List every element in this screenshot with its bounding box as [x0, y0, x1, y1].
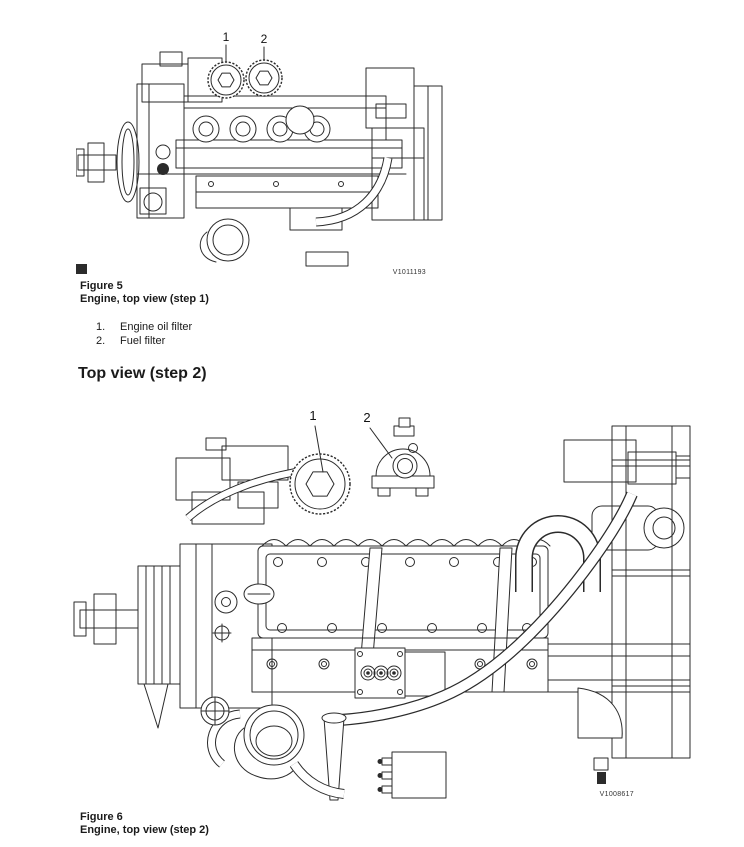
figure5-caption-title: Figure 5 — [80, 280, 123, 292]
figure6-caption: Figure 6 Engine, top view (step 2) — [80, 811, 209, 837]
oil-filter-shape — [289, 453, 351, 515]
front-housing — [136, 83, 185, 219]
engine-illustration-step2: 1 2 — [73, 408, 691, 801]
callout-2-leader — [369, 427, 393, 459]
legend-item: 2. Fuel filter — [96, 335, 192, 349]
turbocharger — [200, 696, 345, 799]
callout-1-label: 1 — [309, 408, 316, 423]
figure5-caption: Figure 5 Engine, top view (step 1) — [80, 280, 209, 306]
injector-caps — [192, 105, 331, 143]
flywheel-housing — [611, 425, 691, 759]
figure6-caption-subtitle: Engine, top view (step 2) — [80, 824, 209, 836]
legend-item-label: Engine oil filter — [120, 321, 193, 333]
legend: 1. Engine oil filter 2. Fuel filter — [96, 321, 192, 348]
rear-assembly — [563, 425, 691, 784]
cylinder-block — [251, 637, 691, 693]
crankshaft-stub — [76, 148, 85, 177]
figure5-caption-subtitle: Engine, top view (step 1) — [80, 293, 209, 305]
fuel-filter-housing-shape — [371, 417, 435, 497]
bolt-head — [157, 163, 169, 175]
oil-filter-shape — [207, 61, 245, 99]
callout-2-label: 2 — [261, 32, 268, 46]
callout-2-label: 2 — [363, 410, 370, 425]
figure-step1: 1 2 V1011193 — [76, 8, 444, 278]
crankshaft-stub — [73, 601, 87, 637]
valve-cover — [243, 545, 549, 639]
callout-1-label: 1 — [223, 30, 230, 44]
legend-item-number: 2. — [96, 334, 106, 347]
coolant-bracket — [175, 457, 231, 501]
mount-foot — [76, 264, 87, 274]
fuel-pump — [354, 647, 446, 699]
figure6-caption-title: Figure 6 — [80, 811, 123, 823]
callout-1-leader — [314, 425, 324, 473]
coolant-hose — [185, 466, 309, 522]
section-heading: Top view (step 2) — [78, 365, 207, 382]
fuel-filter-shape — [245, 59, 283, 97]
damper-pulley — [137, 565, 181, 685]
rear-housing — [365, 67, 415, 129]
figure-step2: 1 2 V1008617 — [72, 396, 694, 810]
injection-pump — [377, 751, 447, 799]
legend-item: 1. Engine oil filter — [96, 321, 192, 335]
figure6-ref-code: V1008617 — [599, 791, 634, 798]
figure5-ref-code: V1011193 — [392, 269, 426, 276]
damper-pulley — [116, 121, 140, 203]
legend-item-number: 1. — [96, 321, 106, 333]
engine-illustration-step1: 1 2 — [76, 30, 443, 274]
legend-item-label: Fuel filter — [120, 334, 166, 347]
